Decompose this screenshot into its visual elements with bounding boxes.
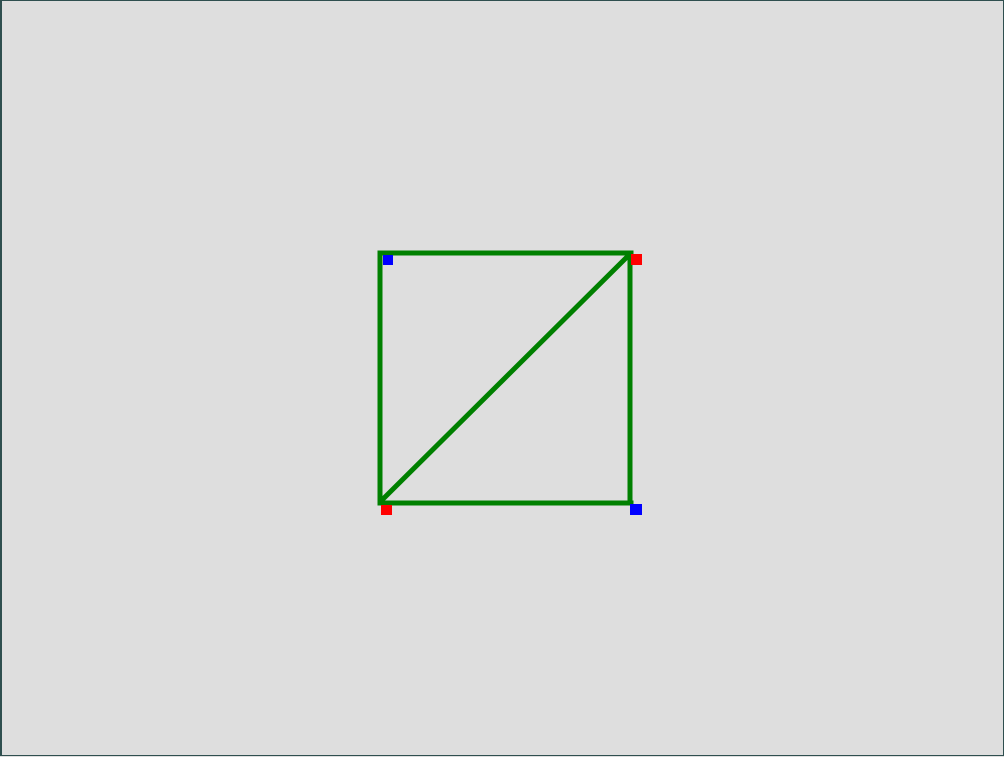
bottom-left-handle[interactable] (381, 505, 392, 515)
bottom-right-handle[interactable] (630, 504, 642, 515)
top-left-handle[interactable] (383, 255, 393, 265)
square-edges (377, 250, 634, 506)
edge-diagonal[interactable] (377, 251, 633, 505)
top-right-handle[interactable] (631, 254, 642, 265)
vertex-handles (381, 254, 642, 515)
